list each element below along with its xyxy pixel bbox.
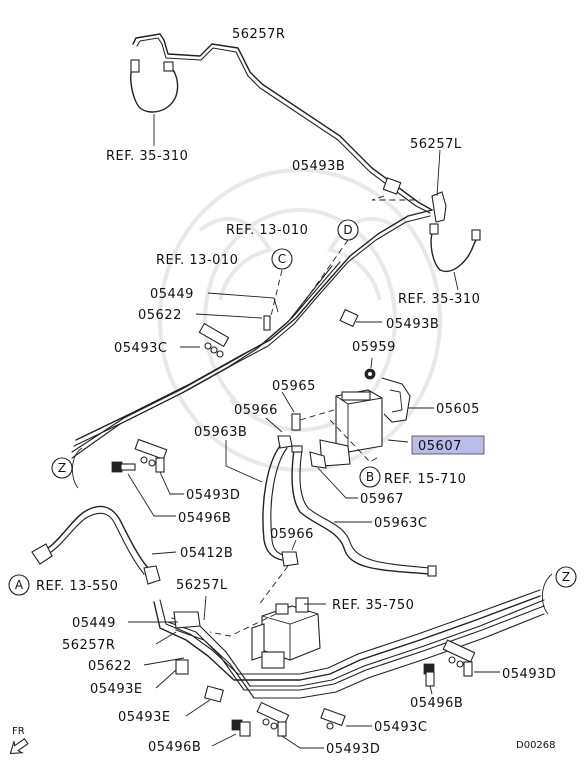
lower-brake-pipes bbox=[128, 589, 545, 749]
callout-a: A bbox=[8, 574, 30, 596]
label-05496b-mid[interactable]: 05496B bbox=[178, 511, 231, 526]
bracket-56257l bbox=[431, 191, 447, 223]
clip-05493d-bottom bbox=[256, 701, 290, 737]
bolt-05496b-right bbox=[423, 663, 435, 687]
label-05622-top[interactable]: 05622 bbox=[138, 308, 182, 323]
callout-d-letter: D bbox=[343, 223, 352, 237]
hose-fitting-left bbox=[130, 59, 140, 73]
valve-assembly bbox=[225, 357, 437, 607]
callout-z-left: Z bbox=[51, 457, 73, 479]
label-05605[interactable]: 05605 bbox=[436, 402, 480, 417]
clip-05493c-upper bbox=[198, 322, 230, 358]
bracket-56257r-bottom bbox=[173, 611, 201, 629]
front-arrow-icon bbox=[9, 738, 29, 755]
label-05493e-2[interactable]: 05493E bbox=[118, 710, 171, 725]
bolt-05496b-bottom bbox=[231, 719, 251, 737]
clip-05493b-upper bbox=[382, 177, 402, 195]
label-05493e-1[interactable]: 05493E bbox=[90, 682, 143, 697]
pipe-connector-05622 bbox=[263, 315, 271, 331]
callout-c-letter: C bbox=[278, 252, 286, 266]
label-05607[interactable]: 05607 bbox=[418, 439, 462, 454]
upper-brake-pipes bbox=[71, 33, 481, 517]
callout-a-letter: A bbox=[15, 578, 24, 592]
label-56257l-bottom[interactable]: 56257L bbox=[176, 578, 228, 593]
label-fr: FR bbox=[12, 726, 25, 737]
label-56257r-bottom[interactable]: 56257R bbox=[62, 638, 115, 653]
label-05966-top[interactable]: 05966 bbox=[234, 403, 278, 418]
label-05493c-bottom[interactable]: 05493C bbox=[374, 720, 427, 735]
hose-fitting-right-2 bbox=[471, 229, 481, 241]
diagram-code: D00268 bbox=[516, 740, 556, 751]
hose-fitting-right bbox=[429, 223, 439, 235]
abs-unit bbox=[209, 597, 321, 669]
label-ref-35-310-right[interactable]: REF. 35-310 bbox=[398, 292, 480, 307]
part-05607-highlight[interactable] bbox=[411, 435, 485, 455]
label-ref-35-750[interactable]: REF. 35-750 bbox=[332, 598, 414, 613]
label-05963c[interactable]: 05963C bbox=[374, 516, 427, 531]
label-05965[interactable]: 05965 bbox=[272, 379, 316, 394]
label-05449-top[interactable]: 05449 bbox=[150, 287, 194, 302]
label-05959[interactable]: 05959 bbox=[352, 340, 396, 355]
label-05493b-2[interactable]: 05493B bbox=[386, 317, 439, 332]
label-56257l-top[interactable]: 56257L bbox=[410, 137, 462, 152]
part-labels: 56257R REF. 35-310 56257L 05493B REF. 13… bbox=[12, 27, 556, 757]
clip-05493d-mid bbox=[134, 438, 168, 473]
clip-05493c-bottom bbox=[320, 707, 346, 730]
label-05412b[interactable]: 05412B bbox=[180, 546, 233, 561]
label-ref-15-710[interactable]: REF. 15-710 bbox=[384, 472, 466, 487]
label-05493d-bottom[interactable]: 05493D bbox=[326, 742, 380, 757]
clamp-05966-bottom bbox=[281, 551, 299, 567]
label-05449-bottom[interactable]: 05449 bbox=[72, 616, 116, 631]
label-05967[interactable]: 05967 bbox=[360, 492, 404, 507]
clip-05493e-2 bbox=[204, 685, 224, 703]
label-05493d-mid[interactable]: 05493D bbox=[186, 488, 240, 503]
label-56257r-top[interactable]: 56257R bbox=[232, 27, 285, 42]
label-05966-bottom[interactable]: 05966 bbox=[270, 527, 314, 542]
label-ref-13-010-c[interactable]: REF. 13-010 bbox=[156, 253, 238, 268]
label-05493b-1[interactable]: 05493B bbox=[292, 159, 345, 174]
label-ref-13-010-d[interactable]: REF. 13-010 bbox=[226, 223, 308, 238]
label-05493d-right[interactable]: 05493D bbox=[502, 667, 556, 682]
label-ref-13-550[interactable]: REF. 13-550 bbox=[36, 579, 118, 594]
label-05496b-right[interactable]: 05496B bbox=[410, 696, 463, 711]
callout-z-right: Z bbox=[555, 566, 577, 588]
callout-c: C bbox=[271, 248, 293, 270]
callout-b-letter: B bbox=[366, 470, 374, 484]
bolt-05496b-mid bbox=[111, 461, 136, 473]
label-05963b[interactable]: 05963B bbox=[194, 425, 247, 440]
clip-05493d-right bbox=[442, 639, 476, 677]
hose-fitting-left-2 bbox=[163, 61, 174, 72]
clip-05493b-mid bbox=[339, 308, 359, 328]
clip-05965 bbox=[291, 413, 301, 431]
callout-z-left-letter: Z bbox=[58, 461, 66, 475]
label-05496b-bottom[interactable]: 05496B bbox=[148, 740, 201, 755]
section-break-right bbox=[542, 573, 553, 615]
callout-b: B bbox=[359, 466, 381, 488]
label-05493c-top[interactable]: 05493C bbox=[114, 341, 167, 356]
label-ref-35-310-left[interactable]: REF. 35-310 bbox=[106, 149, 188, 164]
hose-05412b bbox=[31, 505, 177, 585]
callout-z-right-letter: Z bbox=[562, 570, 570, 584]
label-05622-bottom[interactable]: 05622 bbox=[88, 659, 132, 674]
clip-05493e-1 bbox=[175, 659, 189, 675]
part-05967 bbox=[309, 451, 327, 469]
callout-d: D bbox=[337, 219, 359, 241]
